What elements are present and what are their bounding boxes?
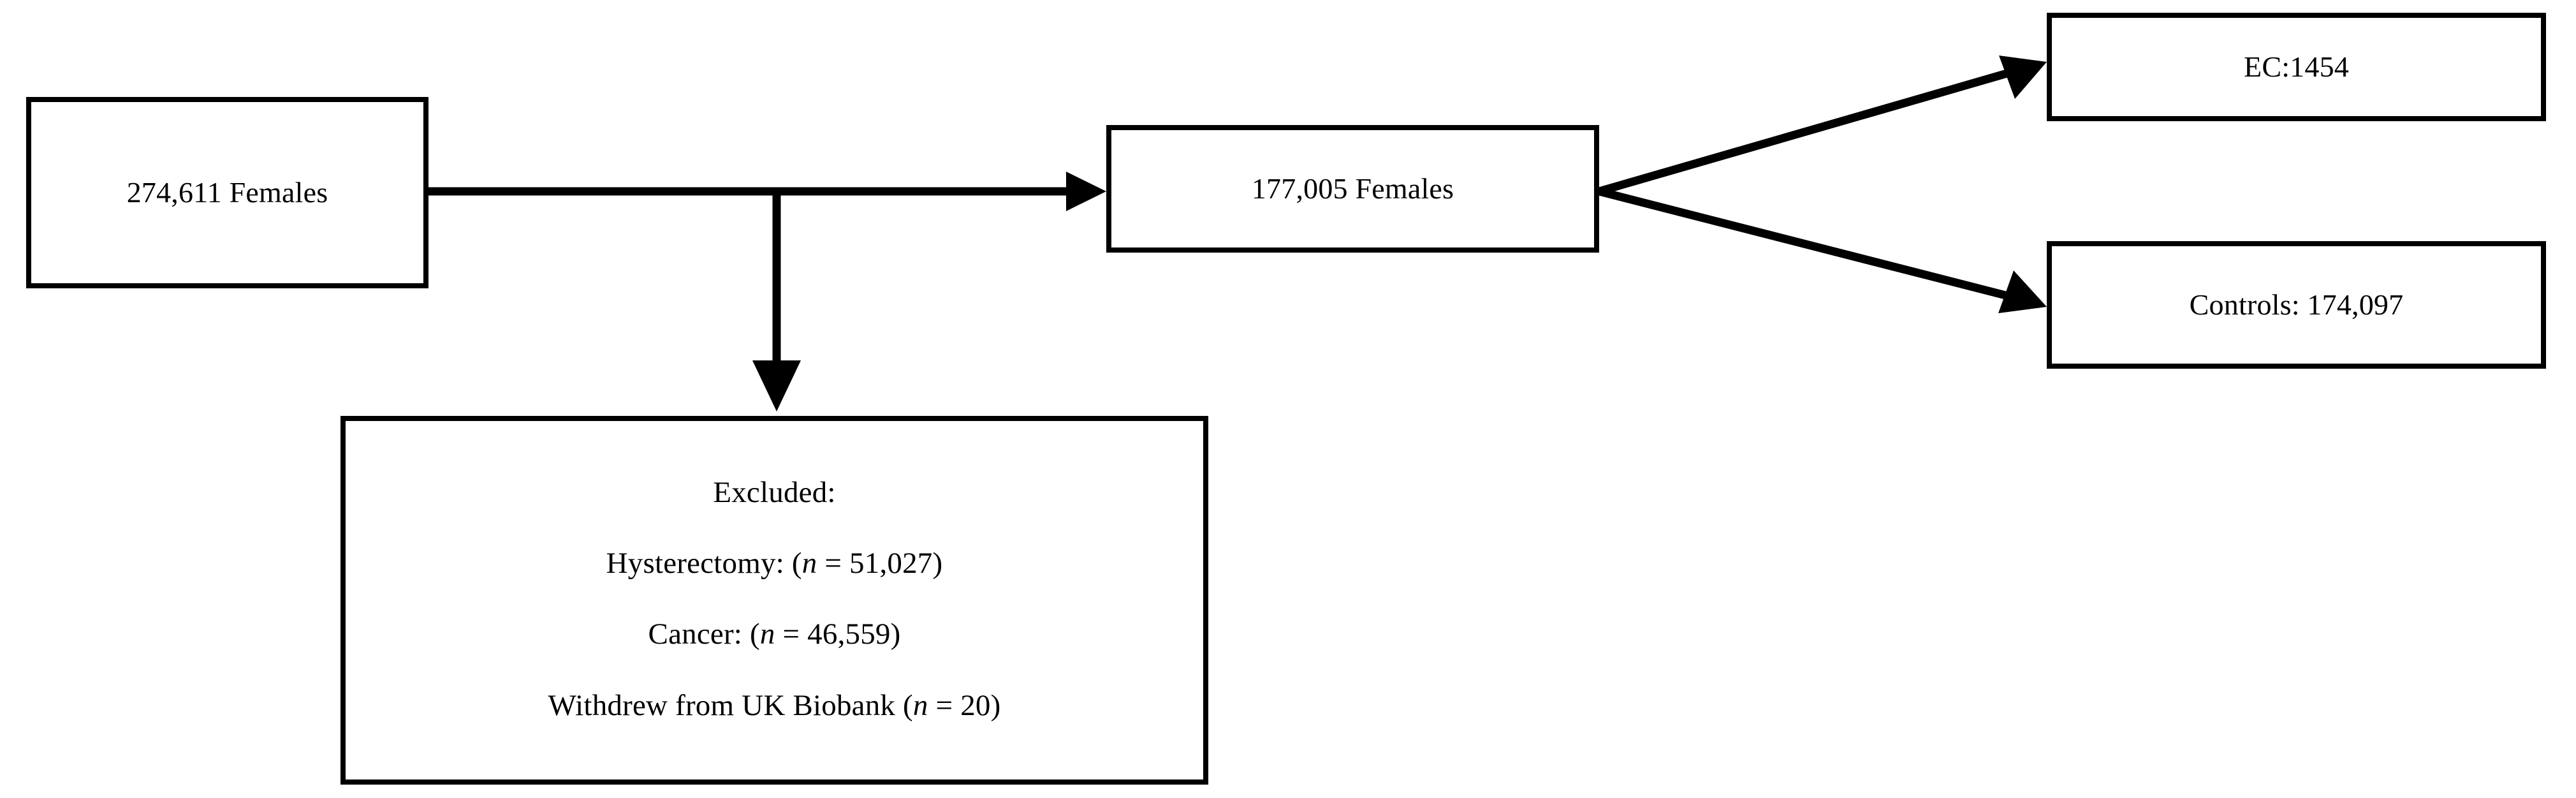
node-ec-label: EC:1454 [2244, 50, 2349, 84]
excluded-item-hysterectomy-suffix: ) [932, 546, 943, 580]
excluded-item-hysterectomy-prefix: Hysterectomy: ( [606, 546, 802, 580]
edge-eligible-to-controls [1598, 187, 2047, 313]
excluded-item-cancer-value: 46,559 [807, 617, 891, 651]
arrowhead-icon [1066, 172, 1106, 211]
node-total-label: 274,611 Females [126, 176, 328, 209]
node-controls: Controls: 174,097 [2047, 241, 2546, 369]
arrowhead-icon [1998, 270, 2047, 313]
excluded-item-withdrew-suffix: ) [990, 688, 1001, 722]
excluded-item-withdrew-equals: = [928, 688, 961, 722]
node-total-females: 274,611 Females [26, 97, 428, 288]
excluded-item-hysterectomy-value: 51,027 [849, 546, 933, 580]
edge-eligible-to-ec [1598, 55, 2047, 196]
edge-total-to-excluded [752, 191, 801, 411]
node-endometrial-cancer-cases: EC:1454 [2047, 13, 2546, 121]
excluded-item-hysterectomy-equals: = [817, 546, 850, 580]
excluded-item-withdrew-value: 20 [960, 688, 991, 722]
arrowhead-icon [752, 360, 801, 411]
edge-total-to-eligible [428, 172, 1106, 211]
node-eligible-label: 177,005 Females [1251, 172, 1454, 205]
node-excluded: Excluded: Hysterectomy: (n = 51,027) Can… [340, 416, 1208, 785]
excluded-item-cancer-equals: = [775, 617, 808, 651]
excluded-item-withdrew: Withdrew from UK Biobank (n = 20) [346, 688, 1203, 722]
excluded-item-cancer-prefix: Cancer: ( [648, 617, 760, 651]
excluded-item-cancer-variable: n [759, 617, 775, 651]
excluded-item-withdrew-prefix: Withdrew from UK Biobank ( [548, 688, 913, 722]
arrowhead-icon [1999, 55, 2047, 99]
excluded-item-hysterectomy: Hysterectomy: (n = 51,027) [346, 547, 1203, 580]
excluded-heading: Excluded: [713, 475, 836, 509]
node-eligible-females: 177,005 Females [1106, 125, 1599, 253]
node-controls-label: Controls: 174,097 [2189, 288, 2404, 321]
excluded-item-hysterectomy-variable: n [801, 546, 817, 580]
excluded-item-cancer: Cancer: (n = 46,559) [346, 618, 1203, 651]
excluded-item-withdrew-variable: n [912, 688, 928, 722]
excluded-item-cancer-suffix: ) [890, 617, 901, 651]
